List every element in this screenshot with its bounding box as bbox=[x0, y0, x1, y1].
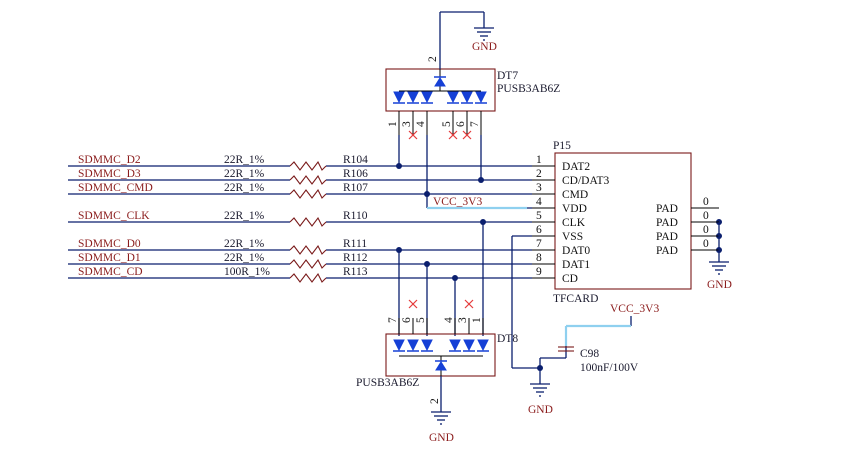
pad-label: PAD bbox=[656, 245, 678, 257]
resistor-value: 22R_1% bbox=[224, 182, 265, 194]
dt8-pin-label: 4 bbox=[443, 317, 455, 323]
dt7-tvs-array[interactable] bbox=[385, 11, 496, 140]
dt7-pin-top: 2 bbox=[427, 56, 439, 62]
connector-pin-function: VDD bbox=[562, 203, 587, 215]
connector-pin-number: 9 bbox=[536, 266, 542, 278]
net-label: SDMMC_D1 bbox=[78, 252, 141, 264]
pad-pin-number: 0 bbox=[703, 224, 709, 236]
dt7-diodes bbox=[393, 91, 487, 104]
resistor-ref: R110 bbox=[343, 210, 368, 222]
cap-value: 100nF/100V bbox=[580, 362, 639, 374]
cap-ref: C98 bbox=[580, 348, 599, 360]
connector-pin-function: CMD bbox=[562, 189, 588, 201]
connector-pin-number: 8 bbox=[536, 252, 542, 264]
dt8-pin-label: 3 bbox=[457, 317, 469, 323]
gnd-label-top: GND bbox=[472, 41, 497, 53]
resistor-value: 22R_1% bbox=[224, 210, 265, 222]
net-label: SDMMC_D3 bbox=[78, 168, 141, 180]
vcc-label-vdd: VCC_3V3 bbox=[433, 196, 482, 208]
pad-label: PAD bbox=[656, 203, 678, 215]
pad-pin-number: 0 bbox=[703, 210, 709, 222]
net-label: SDMMC_CMD bbox=[78, 182, 153, 194]
connector-pin-function: CLK bbox=[562, 217, 586, 229]
resistors bbox=[289, 160, 327, 283]
dt8-tvs-array[interactable] bbox=[385, 299, 496, 412]
net-label: SDMMC_CD bbox=[78, 266, 143, 278]
gnd-label-bottom: GND bbox=[429, 432, 454, 444]
connector-pin-function: CD/DAT3 bbox=[562, 175, 610, 187]
connector-pin-function: DAT1 bbox=[562, 259, 590, 271]
pad-label: PAD bbox=[656, 217, 678, 229]
gnd-label-cap: GND bbox=[528, 404, 553, 416]
dt7-diode-center-icon bbox=[434, 77, 446, 87]
dt8-diode-center-icon bbox=[435, 361, 447, 371]
dt7-ref: DT7 bbox=[497, 70, 518, 82]
connector-pin-number: 7 bbox=[536, 238, 542, 250]
connector-pin-function: CD bbox=[562, 273, 578, 285]
dt7-pin-label: 7 bbox=[469, 121, 481, 127]
gnd-symbol-top-icon bbox=[474, 27, 494, 41]
dt8-pin-label: 7 bbox=[387, 317, 399, 323]
vcc-label-cap: VCC_3V3 bbox=[610, 303, 659, 315]
dt8-pin-label: 5 bbox=[415, 317, 427, 323]
dt8-pin-label: 1 bbox=[471, 317, 483, 323]
connector-pin-number: 2 bbox=[536, 168, 542, 180]
gnd-symbol-cap-icon bbox=[530, 383, 550, 397]
resistor-value: 22R_1% bbox=[224, 154, 265, 166]
dt7-pin-label: 6 bbox=[455, 121, 467, 127]
tfcard-connector[interactable] bbox=[532, 152, 720, 290]
connector-pin-number: 3 bbox=[536, 182, 542, 194]
resistor-ref: R106 bbox=[343, 168, 368, 180]
pad-label: PAD bbox=[656, 231, 678, 243]
connector-pin-function: DAT0 bbox=[562, 245, 590, 257]
dt7-pin-label: 3 bbox=[401, 121, 413, 127]
resistor-ref: R111 bbox=[343, 238, 367, 250]
resistor-value: 100R_1% bbox=[224, 266, 270, 278]
pad-pin-number: 0 bbox=[703, 196, 709, 208]
dt7-no-connect-icons bbox=[408, 130, 472, 140]
resistor-ref: R113 bbox=[343, 266, 368, 278]
resistor-value: 22R_1% bbox=[224, 238, 265, 250]
dt8-diodes bbox=[393, 339, 489, 352]
dt8-ref: DT8 bbox=[497, 333, 518, 345]
dt7-pin-label: 1 bbox=[387, 121, 399, 127]
resistor-value: 22R_1% bbox=[224, 252, 265, 264]
dt8-part: PUSB3AB6Z bbox=[356, 377, 419, 389]
connector-part: TFCARD bbox=[553, 293, 598, 305]
net-label: SDMMC_D2 bbox=[78, 154, 141, 166]
connector-pin-number: 6 bbox=[536, 224, 542, 236]
pad-pin-number: 0 bbox=[703, 238, 709, 250]
resistor-ref: R104 bbox=[343, 154, 368, 166]
connector-pin-number: 4 bbox=[536, 196, 542, 208]
net-label: SDMMC_CLK bbox=[78, 210, 150, 222]
dt7-pin-label: 4 bbox=[415, 121, 427, 127]
gnd-symbol-bottom-icon bbox=[431, 411, 451, 425]
dt8-no-connect-icons bbox=[408, 299, 474, 309]
dt7-part: PUSB3AB6Z bbox=[497, 83, 560, 95]
junction-dots bbox=[396, 163, 722, 371]
resistor-ref: R112 bbox=[343, 252, 368, 264]
dt7-pin-label: 5 bbox=[441, 121, 453, 127]
gnd-symbol-right-icon bbox=[709, 261, 729, 275]
dt8-pin-bottom: 2 bbox=[429, 398, 441, 404]
dt8-pin-label: 6 bbox=[401, 317, 413, 323]
connector-body bbox=[554, 152, 692, 290]
connector-pin-function: VSS bbox=[562, 231, 583, 243]
gnd-label-right: GND bbox=[707, 279, 732, 291]
resistor-ref: R107 bbox=[343, 182, 368, 194]
connector-pin-number: 5 bbox=[536, 210, 542, 222]
connector-ref: P15 bbox=[553, 140, 571, 152]
connector-pin-number: 1 bbox=[536, 154, 542, 166]
resistor-value: 22R_1% bbox=[224, 168, 265, 180]
connector-pin-function: DAT2 bbox=[562, 161, 590, 173]
net-label: SDMMC_D0 bbox=[78, 238, 141, 250]
